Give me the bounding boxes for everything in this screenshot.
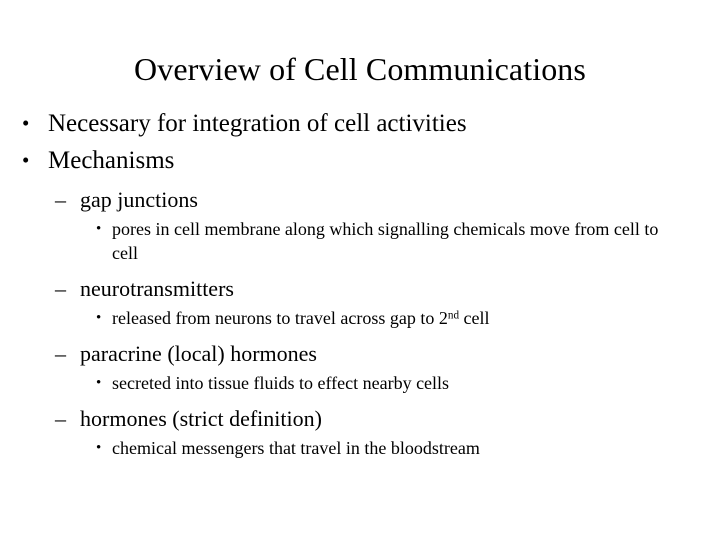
bullet-dot-icon: • xyxy=(96,440,102,456)
bullet-dash-icon: – xyxy=(55,341,66,366)
bullet-level2-paracrine-label: paracrine (local) hormones xyxy=(80,341,317,366)
bullet-level3-paracrine-detail: • secreted into tissue fluids to effect … xyxy=(0,371,720,395)
bullet-dash-icon: – xyxy=(55,276,66,301)
bullet-level1-necessary: • Necessary for integration of cell acti… xyxy=(0,108,720,139)
bullet-level2-neurotransmitters-label: neurotransmitters xyxy=(80,276,234,301)
detail-text-before: released from neurons to travel across g… xyxy=(112,308,448,328)
bullet-level3-paracrine-detail-label: secreted into tissue fluids to effect ne… xyxy=(112,373,450,393)
bullet-dot-icon: • xyxy=(22,111,30,135)
bullet-level3-gap-junctions-detail: • pores in cell membrane along which sig… xyxy=(0,217,720,265)
bullet-level1-necessary-label: Necessary for integration of cell activi… xyxy=(48,110,467,137)
bullet-level2-hormones-label: hormones (strict definition) xyxy=(80,406,322,431)
bullet-level3-neurotransmitters-detail-label: released from neurons to travel across g… xyxy=(112,306,670,330)
bullet-level2-gap-junctions-label: gap junctions xyxy=(80,187,198,212)
bullet-dot-icon: • xyxy=(96,221,102,237)
bullet-level3-neurotransmitters-detail: • released from neurons to travel across… xyxy=(0,306,720,330)
bullet-dash-icon: – xyxy=(55,406,66,431)
bullet-level2-hormones: – hormones (strict definition) xyxy=(0,405,720,433)
bullet-dot-icon: • xyxy=(96,375,102,391)
bullet-level1-mechanisms-label: Mechanisms xyxy=(48,147,175,174)
bullet-level2-neurotransmitters: – neurotransmitters xyxy=(0,275,720,303)
bullet-level1-mechanisms: • Mechanisms xyxy=(0,145,720,176)
slide-body: • Necessary for integration of cell acti… xyxy=(0,108,720,462)
bullet-level2-gap-junctions: – gap junctions xyxy=(0,186,720,214)
bullet-level3-hormones-detail-label: chemical messengers that travel in the b… xyxy=(112,438,480,458)
page-title: Overview of Cell Communications xyxy=(134,51,586,88)
bullet-dot-icon: • xyxy=(96,310,102,326)
bullet-level3-gap-junctions-detail-label: pores in cell membrane along which signa… xyxy=(112,219,659,263)
bullet-dash-icon: – xyxy=(55,187,66,212)
bullet-level3-hormones-detail: • chemical messengers that travel in the… xyxy=(0,436,720,460)
ordinal-suffix: nd xyxy=(447,309,460,322)
bullet-level2-paracrine: – paracrine (local) hormones xyxy=(0,340,720,368)
detail-text-after: cell xyxy=(459,308,490,328)
bullet-dot-icon: • xyxy=(22,148,30,172)
